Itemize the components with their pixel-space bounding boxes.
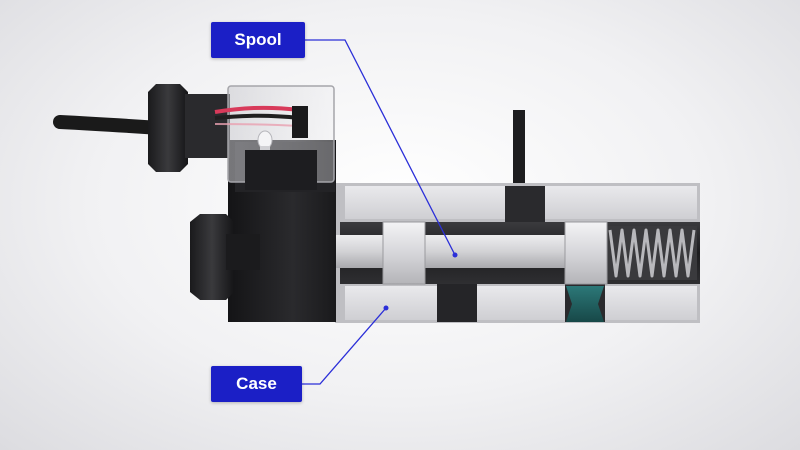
case-label: Case bbox=[211, 366, 302, 402]
spool-leader-dot bbox=[453, 253, 458, 258]
wire-black bbox=[215, 116, 300, 118]
return-spring bbox=[607, 226, 697, 280]
case-leader-dot bbox=[384, 306, 389, 311]
pressure-port-pipe bbox=[513, 110, 525, 190]
connector-head bbox=[148, 84, 334, 190]
power-cable bbox=[60, 122, 160, 128]
spool-label: Spool bbox=[211, 22, 305, 58]
